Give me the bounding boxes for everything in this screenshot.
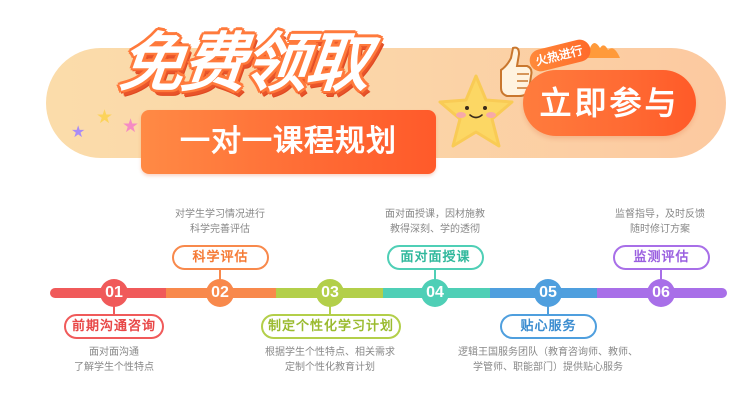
connector-06 xyxy=(660,270,662,282)
connector-04 xyxy=(434,270,436,282)
purple-star-icon: ★ xyxy=(71,122,86,141)
step-desc-05-line2: 学管师、职能部门）提供贴心服务 xyxy=(473,362,623,373)
step-desc-03: 根据学生个性特点、相关需求 定制个性化教育计划 xyxy=(255,345,405,375)
step-label-05[interactable]: 贴心服务 xyxy=(500,314,597,339)
connector-05 xyxy=(547,300,549,314)
banner-headline: 免费领取 xyxy=(116,27,372,101)
promo-banner: ★ ★ ★ 一对一课程规划 免费领取 火热进行 立即参与 xyxy=(0,0,750,190)
step-desc-02: 对学生学习情况进行 科学完善评估 xyxy=(160,207,280,237)
step-desc-06-line2: 随时修订方案 xyxy=(630,224,690,235)
step-desc-04: 面对面授课，因材施教 教得深刻、学的透彻 xyxy=(375,207,495,237)
step-desc-05: 逻辑王国服务团队（教育咨询师、教师、 学管师、职能部门）提供贴心服务 xyxy=(448,345,648,375)
connector-03 xyxy=(329,300,331,314)
step-desc-04-line1: 面对面授课，因材施教 xyxy=(385,209,485,220)
banner-subtitle: 一对一课程规划 xyxy=(180,124,397,159)
step-desc-01: 面对面沟通 了解学生个性特点 xyxy=(54,345,174,375)
subtitle-box xyxy=(141,110,436,174)
step-label-03[interactable]: 制定个性化学习计划 xyxy=(261,314,401,339)
step-desc-05-line1: 逻辑王国服务团队（教育咨询师、教师、 xyxy=(458,347,638,358)
step-desc-06: 监督指导，及时反馈 随时修订方案 xyxy=(600,207,720,237)
step-desc-03-line2: 定制个性化教育计划 xyxy=(285,362,375,373)
headline-wrap: 免费领取 xyxy=(116,18,450,113)
step-desc-06-line1: 监督指导，及时反馈 xyxy=(615,209,705,220)
step-node-04: 04 xyxy=(421,279,449,307)
connector-01 xyxy=(113,300,115,314)
yellow-star-icon: ★ xyxy=(96,106,114,128)
step-node-01: 01 xyxy=(100,279,128,307)
step-desc-02-line2: 科学完善评估 xyxy=(190,224,250,235)
step-desc-04-line2: 教得深刻、学的透彻 xyxy=(390,224,480,235)
step-node-06: 06 xyxy=(647,279,675,307)
process-timeline: 01 前期沟通咨询 面对面沟通 了解学生个性特点 对学生学习情况进行 科学完善评… xyxy=(0,190,750,400)
join-now-button[interactable]: 立即参与 xyxy=(523,70,696,136)
star-mascot-icon xyxy=(438,74,514,148)
step-node-05: 05 xyxy=(534,279,562,307)
step-desc-01-line2: 了解学生个性特点 xyxy=(74,362,154,373)
step-label-01[interactable]: 前期沟通咨询 xyxy=(64,314,164,339)
step-node-03: 03 xyxy=(316,279,344,307)
step-node-02: 02 xyxy=(206,279,234,307)
step-label-06[interactable]: 监测评估 xyxy=(613,245,710,270)
step-label-02[interactable]: 科学评估 xyxy=(172,245,269,270)
connector-02 xyxy=(219,270,221,282)
step-desc-03-line1: 根据学生个性特点、相关需求 xyxy=(265,347,395,358)
step-label-04[interactable]: 面对面授课 xyxy=(387,245,484,270)
pink-star-icon: ★ xyxy=(122,115,140,137)
step-desc-01-line1: 面对面沟通 xyxy=(89,347,139,358)
step-desc-02-line1: 对学生学习情况进行 xyxy=(175,209,265,220)
